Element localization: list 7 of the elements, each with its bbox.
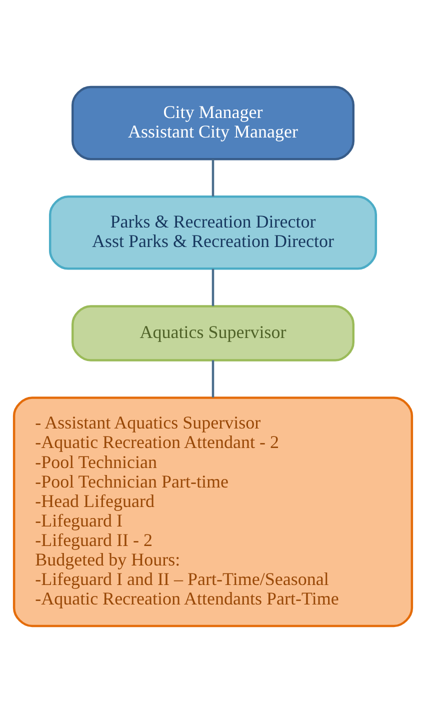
node-box: Parks & Recreation Director Asst Parks & Recreation Director [48,195,378,270]
connector [212,268,214,306]
node-box: - Assistant Aquatics Supervisor -Aquatic Recreation Attendant - 2 -Pool Technician -Pool Technician Part-time -Head Lifeguard -Lifeguard I -Lifeguard II - 2 Budgeted by Hours: -Lifeguard I and II – Part-Time/Seasonal -Aquatic Recreation Attendants Part-Time [12,396,414,628]
node-box: City Manager Assistant City Manager [72,86,354,160]
node-box: Aquatics Supervisor [72,305,354,362]
connector [212,360,214,398]
connector [212,159,214,197]
